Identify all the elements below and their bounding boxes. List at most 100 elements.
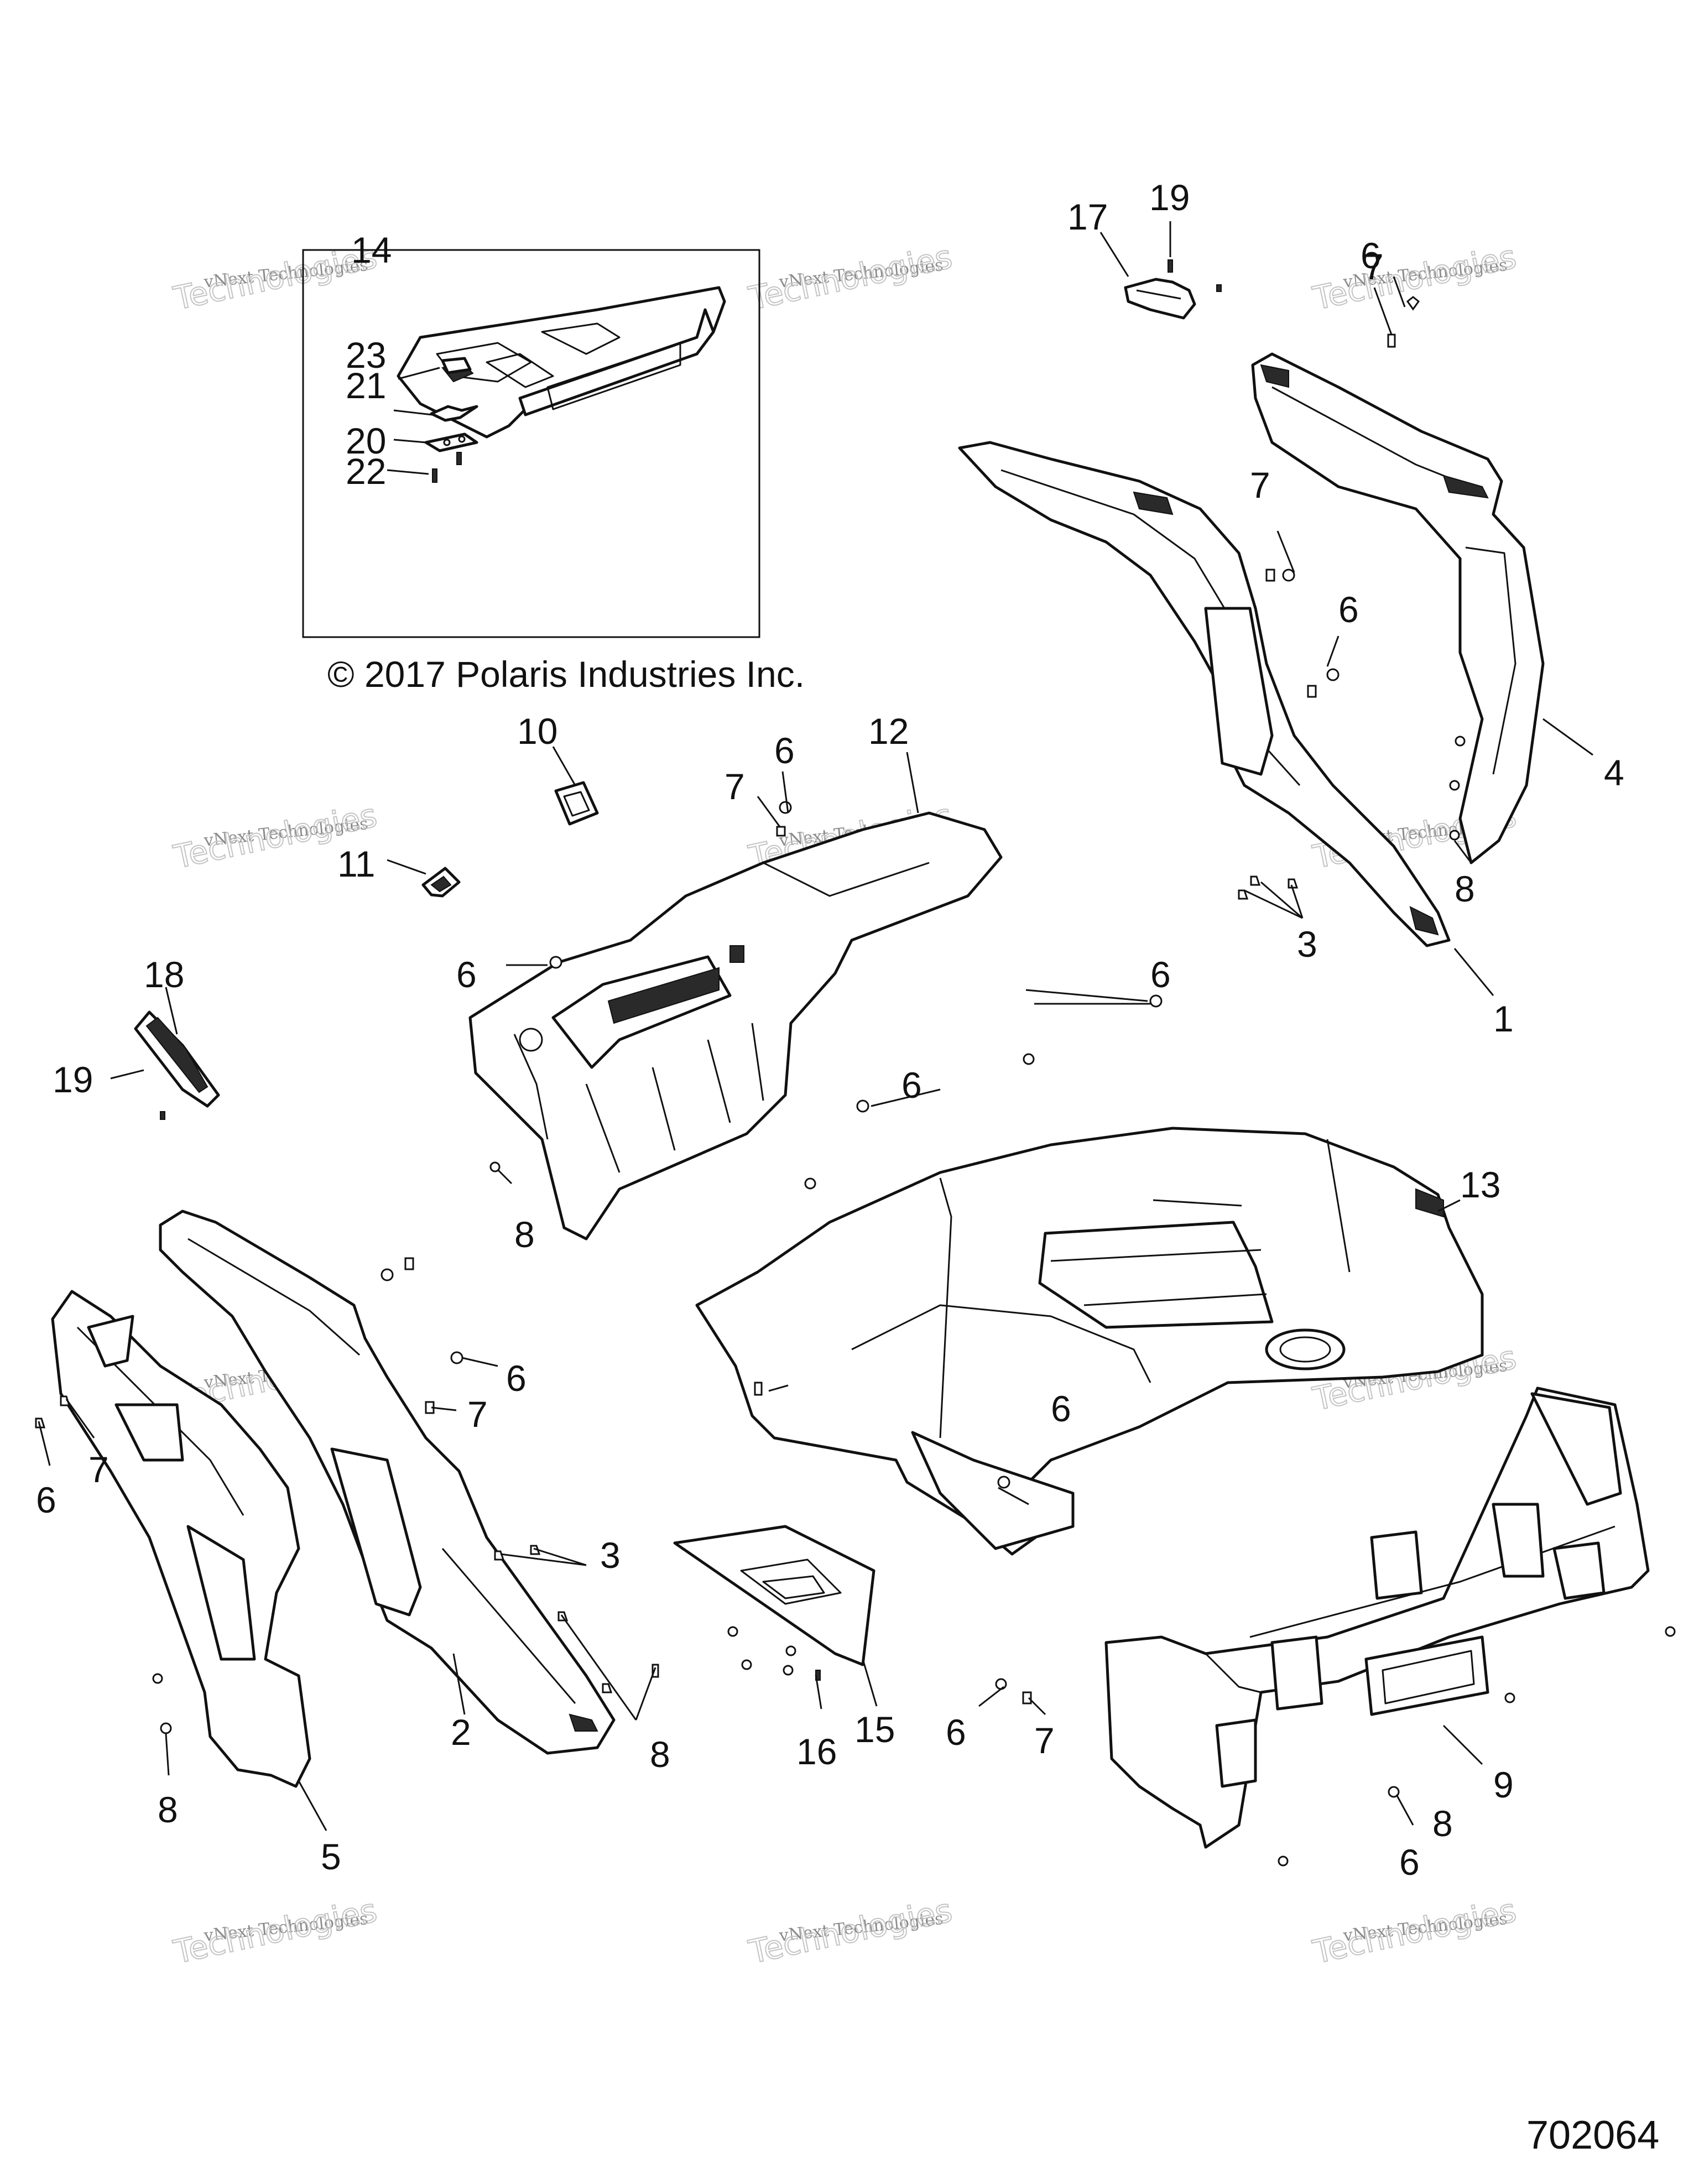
watermark-line2: Technologies [1310, 1891, 1520, 1971]
fastener [785, 1645, 796, 1656]
fastener [1504, 1692, 1515, 1703]
fastener [450, 1351, 463, 1364]
fastener [995, 1678, 1007, 1690]
fasteners [35, 276, 1676, 1867]
callout: 6 [1051, 1388, 1071, 1429]
fastener [1250, 875, 1261, 886]
watermark-line2: Technologies [746, 238, 956, 317]
watermark: vNext Technologies Technologies [745, 1891, 956, 1972]
callout: 19 [53, 1059, 93, 1100]
callout: 7 [725, 766, 745, 807]
callout: 8 [1432, 1803, 1453, 1844]
callout: 6 [774, 730, 795, 771]
part-13-cargo-tub [695, 1127, 1484, 1556]
fastener [1265, 569, 1275, 582]
part-4-rear-panel-right [1251, 352, 1593, 864]
callout: 1 [1493, 998, 1514, 1039]
watermark-line2: Technologies [170, 1891, 381, 1971]
callout: 7 [1250, 465, 1270, 505]
watermark-line2: Technologies [746, 1891, 956, 1971]
fastener [530, 1545, 541, 1555]
fastener [856, 1099, 869, 1113]
fastener [160, 1722, 172, 1734]
fastener [404, 1257, 414, 1270]
callouts: 1 2 3 3 4 5 6 6 6 6 6 6 6 6 6 6 6 7 7 7 … [36, 177, 1624, 1883]
fastener [1455, 736, 1466, 747]
fastener [741, 1659, 752, 1670]
part-18-bracket [110, 987, 220, 1120]
callout: 13 [1460, 1164, 1500, 1205]
callout: 6 [1150, 954, 1171, 995]
fastener [1022, 1691, 1032, 1705]
fastener [1149, 994, 1163, 1008]
callout: 21 [346, 365, 386, 406]
callout: 6 [946, 1712, 966, 1753]
callout: 5 [321, 1836, 341, 1877]
fastener [997, 1476, 1010, 1489]
callout: 19 [1149, 177, 1190, 218]
fastener [1449, 780, 1460, 791]
fastener [1307, 685, 1317, 698]
fastener [381, 1268, 394, 1281]
part-5-side-panel-far-left [51, 1290, 327, 1831]
fastener [779, 801, 792, 814]
part-10-grommet [552, 746, 599, 826]
callout: 16 [796, 1731, 837, 1772]
fastener [754, 1382, 763, 1396]
fastener [602, 1683, 613, 1693]
callout: 14 [351, 230, 392, 270]
fastener [1449, 830, 1460, 841]
callout: 17 [1067, 196, 1108, 237]
watermark: vNext Technologies Technologies [170, 1891, 381, 1972]
callout: 7 [1034, 1720, 1055, 1761]
callout: 11 [337, 843, 376, 884]
latch [441, 357, 472, 374]
callout: 6 [36, 1479, 56, 1520]
callout: 6 [1338, 589, 1359, 630]
fastener [489, 1161, 501, 1172]
callout: 7 [467, 1394, 488, 1435]
callout: 6 [506, 1358, 527, 1399]
watermarks: vNext Technologies Technologies vNext Te… [170, 237, 1520, 1972]
callout: 3 [1297, 924, 1317, 965]
callout: 6 [901, 1065, 922, 1106]
fastener [783, 1665, 794, 1676]
fastener [35, 1417, 46, 1429]
callout: 6 [1361, 235, 1381, 276]
fastener [60, 1395, 71, 1406]
fastener [425, 1401, 435, 1414]
copyright-notice: © 2017 Polaris Industries Inc. [327, 654, 805, 695]
callout: 6 [456, 954, 477, 995]
part-2-side-panel-left [159, 1210, 616, 1755]
fastener [776, 826, 786, 837]
callout: 8 [514, 1214, 535, 1255]
callout: 8 [1455, 868, 1475, 909]
fastener [1288, 878, 1299, 889]
watermark: vNext Technologies Technologies [745, 237, 956, 318]
callout: 20 [346, 420, 386, 461]
latch-plate [424, 432, 478, 452]
callout: 4 [1604, 752, 1624, 793]
fastener [804, 1177, 816, 1190]
fastener [152, 1673, 163, 1684]
callout: 15 [854, 1709, 895, 1750]
fastener [549, 956, 562, 969]
fastener [1282, 569, 1295, 582]
storage-tray-wall [518, 308, 715, 416]
callout: 9 [1493, 1764, 1514, 1805]
part-17-bracket [1099, 221, 1222, 320]
fastener [1406, 296, 1420, 311]
inset-frame [302, 249, 760, 638]
callout: 8 [650, 1734, 670, 1775]
part-12-cab-panel [468, 752, 1003, 1240]
callout: 3 [600, 1535, 621, 1576]
document-number: 702064 [1526, 2113, 1659, 2157]
callout: 6 [1399, 1842, 1420, 1883]
part-11-grommet [387, 859, 461, 898]
part-15-tray [673, 1525, 878, 1707]
fastener [1387, 333, 1396, 348]
latch-clip [430, 405, 478, 422]
part-9-rear-gate [1104, 1386, 1650, 1849]
callout: 23 [346, 335, 386, 376]
fastener [1238, 889, 1249, 900]
